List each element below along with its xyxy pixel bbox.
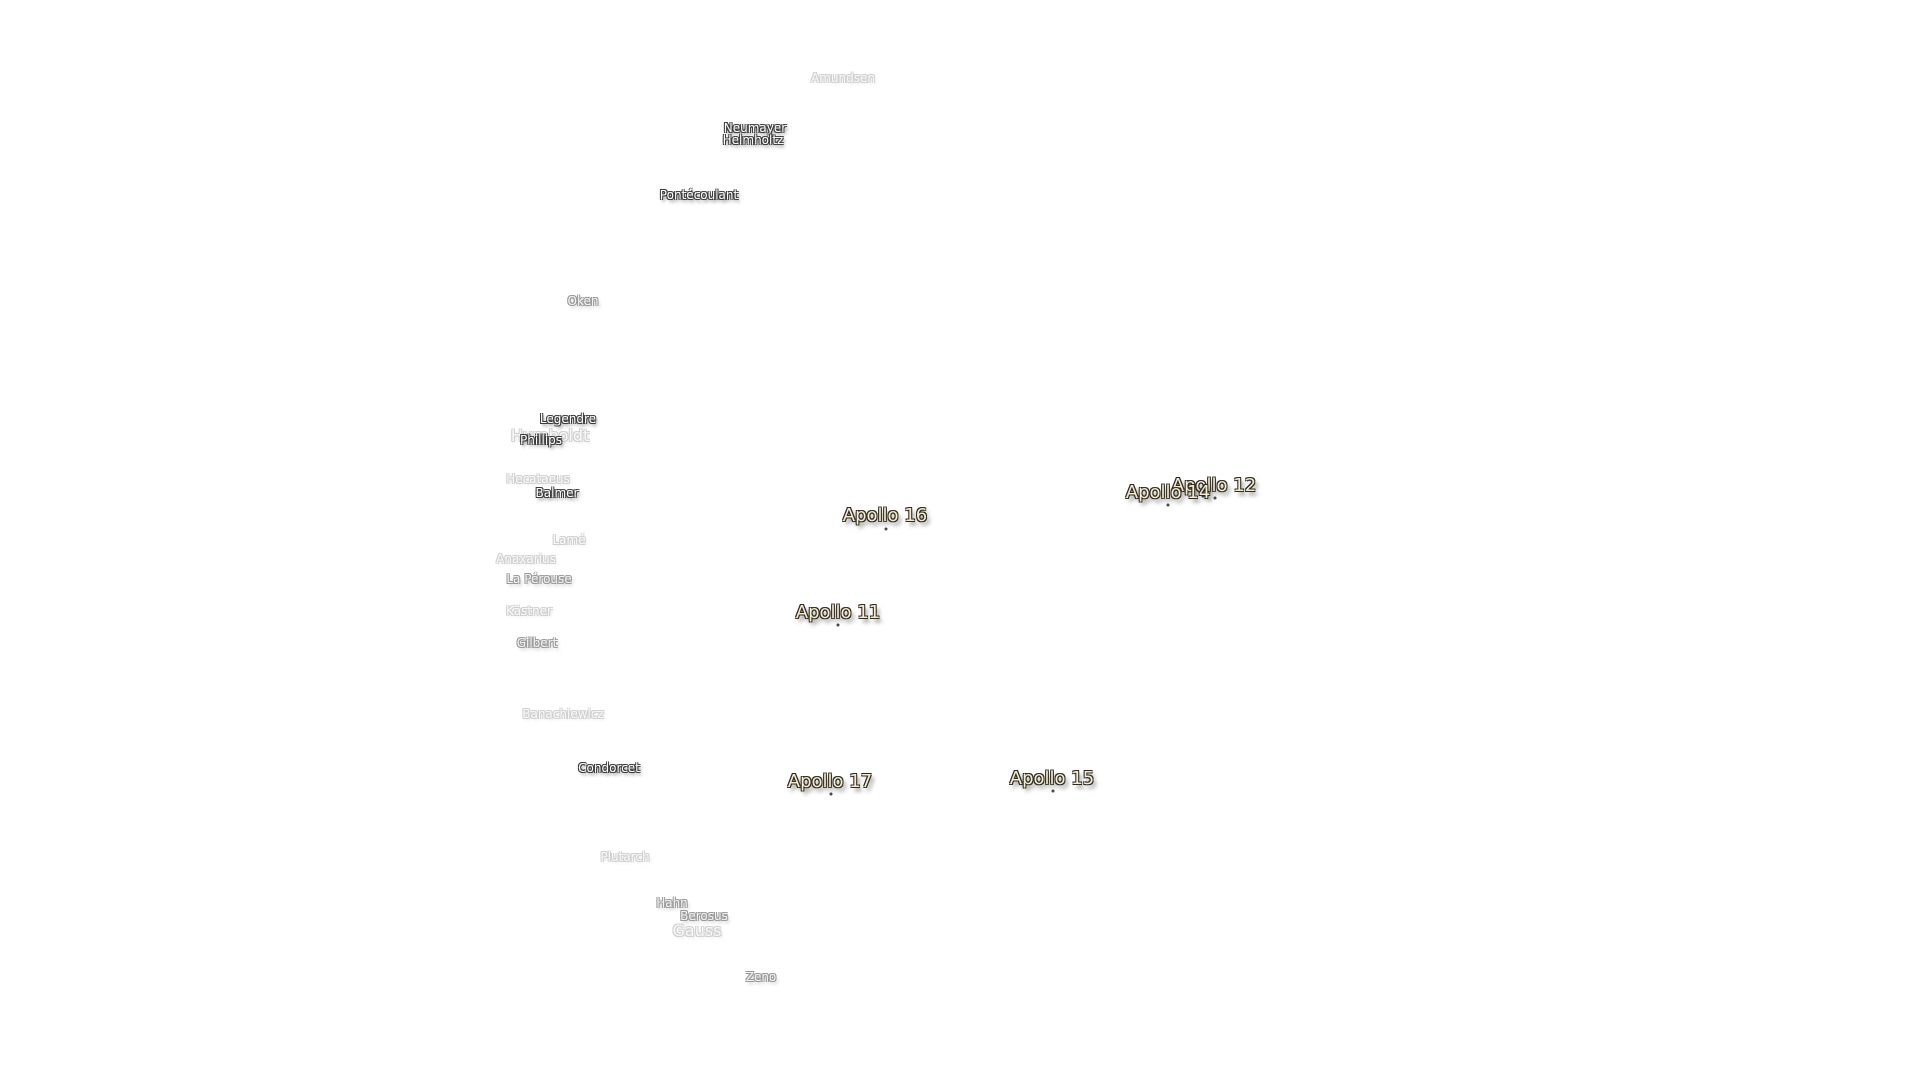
apollo-15-label[interactable]: Apollo 15 — [1009, 768, 1095, 789]
crater-label-legendre: Legendre — [539, 412, 597, 426]
crater-label-amundsen: Amundsen — [811, 71, 875, 85]
crater-label-helmholtz: Helmholtz — [722, 133, 784, 147]
crater-label-phillips: Phillips — [519, 433, 563, 447]
crater-label-pontecoulant: Pontécoulant — [659, 188, 739, 202]
crater-label-balmer: Balmer — [535, 486, 579, 500]
apollo-11-label[interactable]: Apollo 11 — [795, 602, 881, 623]
apollo-16-site-marker[interactable] — [884, 527, 888, 531]
crater-label-lame: Lamé — [552, 533, 586, 547]
crater-label-anaxarius: Anaxarius — [496, 552, 556, 566]
crater-label-oken: Oken — [567, 294, 599, 308]
crater-label-gauss: Gauss — [672, 921, 722, 940]
apollo-16-label[interactable]: Apollo 16 — [842, 505, 928, 526]
crater-label-la-perouse: La Pérouse — [506, 572, 572, 586]
apollo-12-label[interactable]: Apollo 12 — [1171, 475, 1257, 496]
crater-label-humboldt: Humboldt — [510, 426, 590, 445]
crater-label-berosus: Berosus — [680, 909, 728, 923]
apollo-12-site-marker-2[interactable] — [1201, 494, 1205, 498]
apollo-15-site-marker[interactable] — [1051, 789, 1055, 793]
crater-label-hecataeus: Hecataeus — [506, 472, 570, 486]
crater-label-gilbert: Gilbert — [516, 636, 558, 650]
apollo-12-site-marker[interactable] — [1213, 496, 1217, 500]
apollo-17-site-marker[interactable] — [829, 792, 833, 796]
apollo-11-site-marker[interactable] — [836, 623, 840, 627]
apollo-14-site-marker[interactable] — [1166, 503, 1170, 507]
crater-label-condorcet: Condorcet — [578, 761, 640, 775]
crater-label-plutarch: Plutarch — [600, 850, 650, 864]
crater-label-neumayer: Neumayer — [723, 121, 787, 135]
crater-label-kastner: Kästner — [506, 604, 552, 618]
crater-label-hahn: Hahn — [656, 896, 688, 910]
apollo-17-label[interactable]: Apollo 17 — [787, 771, 873, 792]
crater-label-zeno: Zeno — [745, 970, 777, 984]
apollo-14-label[interactable]: Apollo 14 — [1125, 482, 1211, 503]
crater-label-banachiewicz: Banachiewicz — [522, 707, 604, 721]
